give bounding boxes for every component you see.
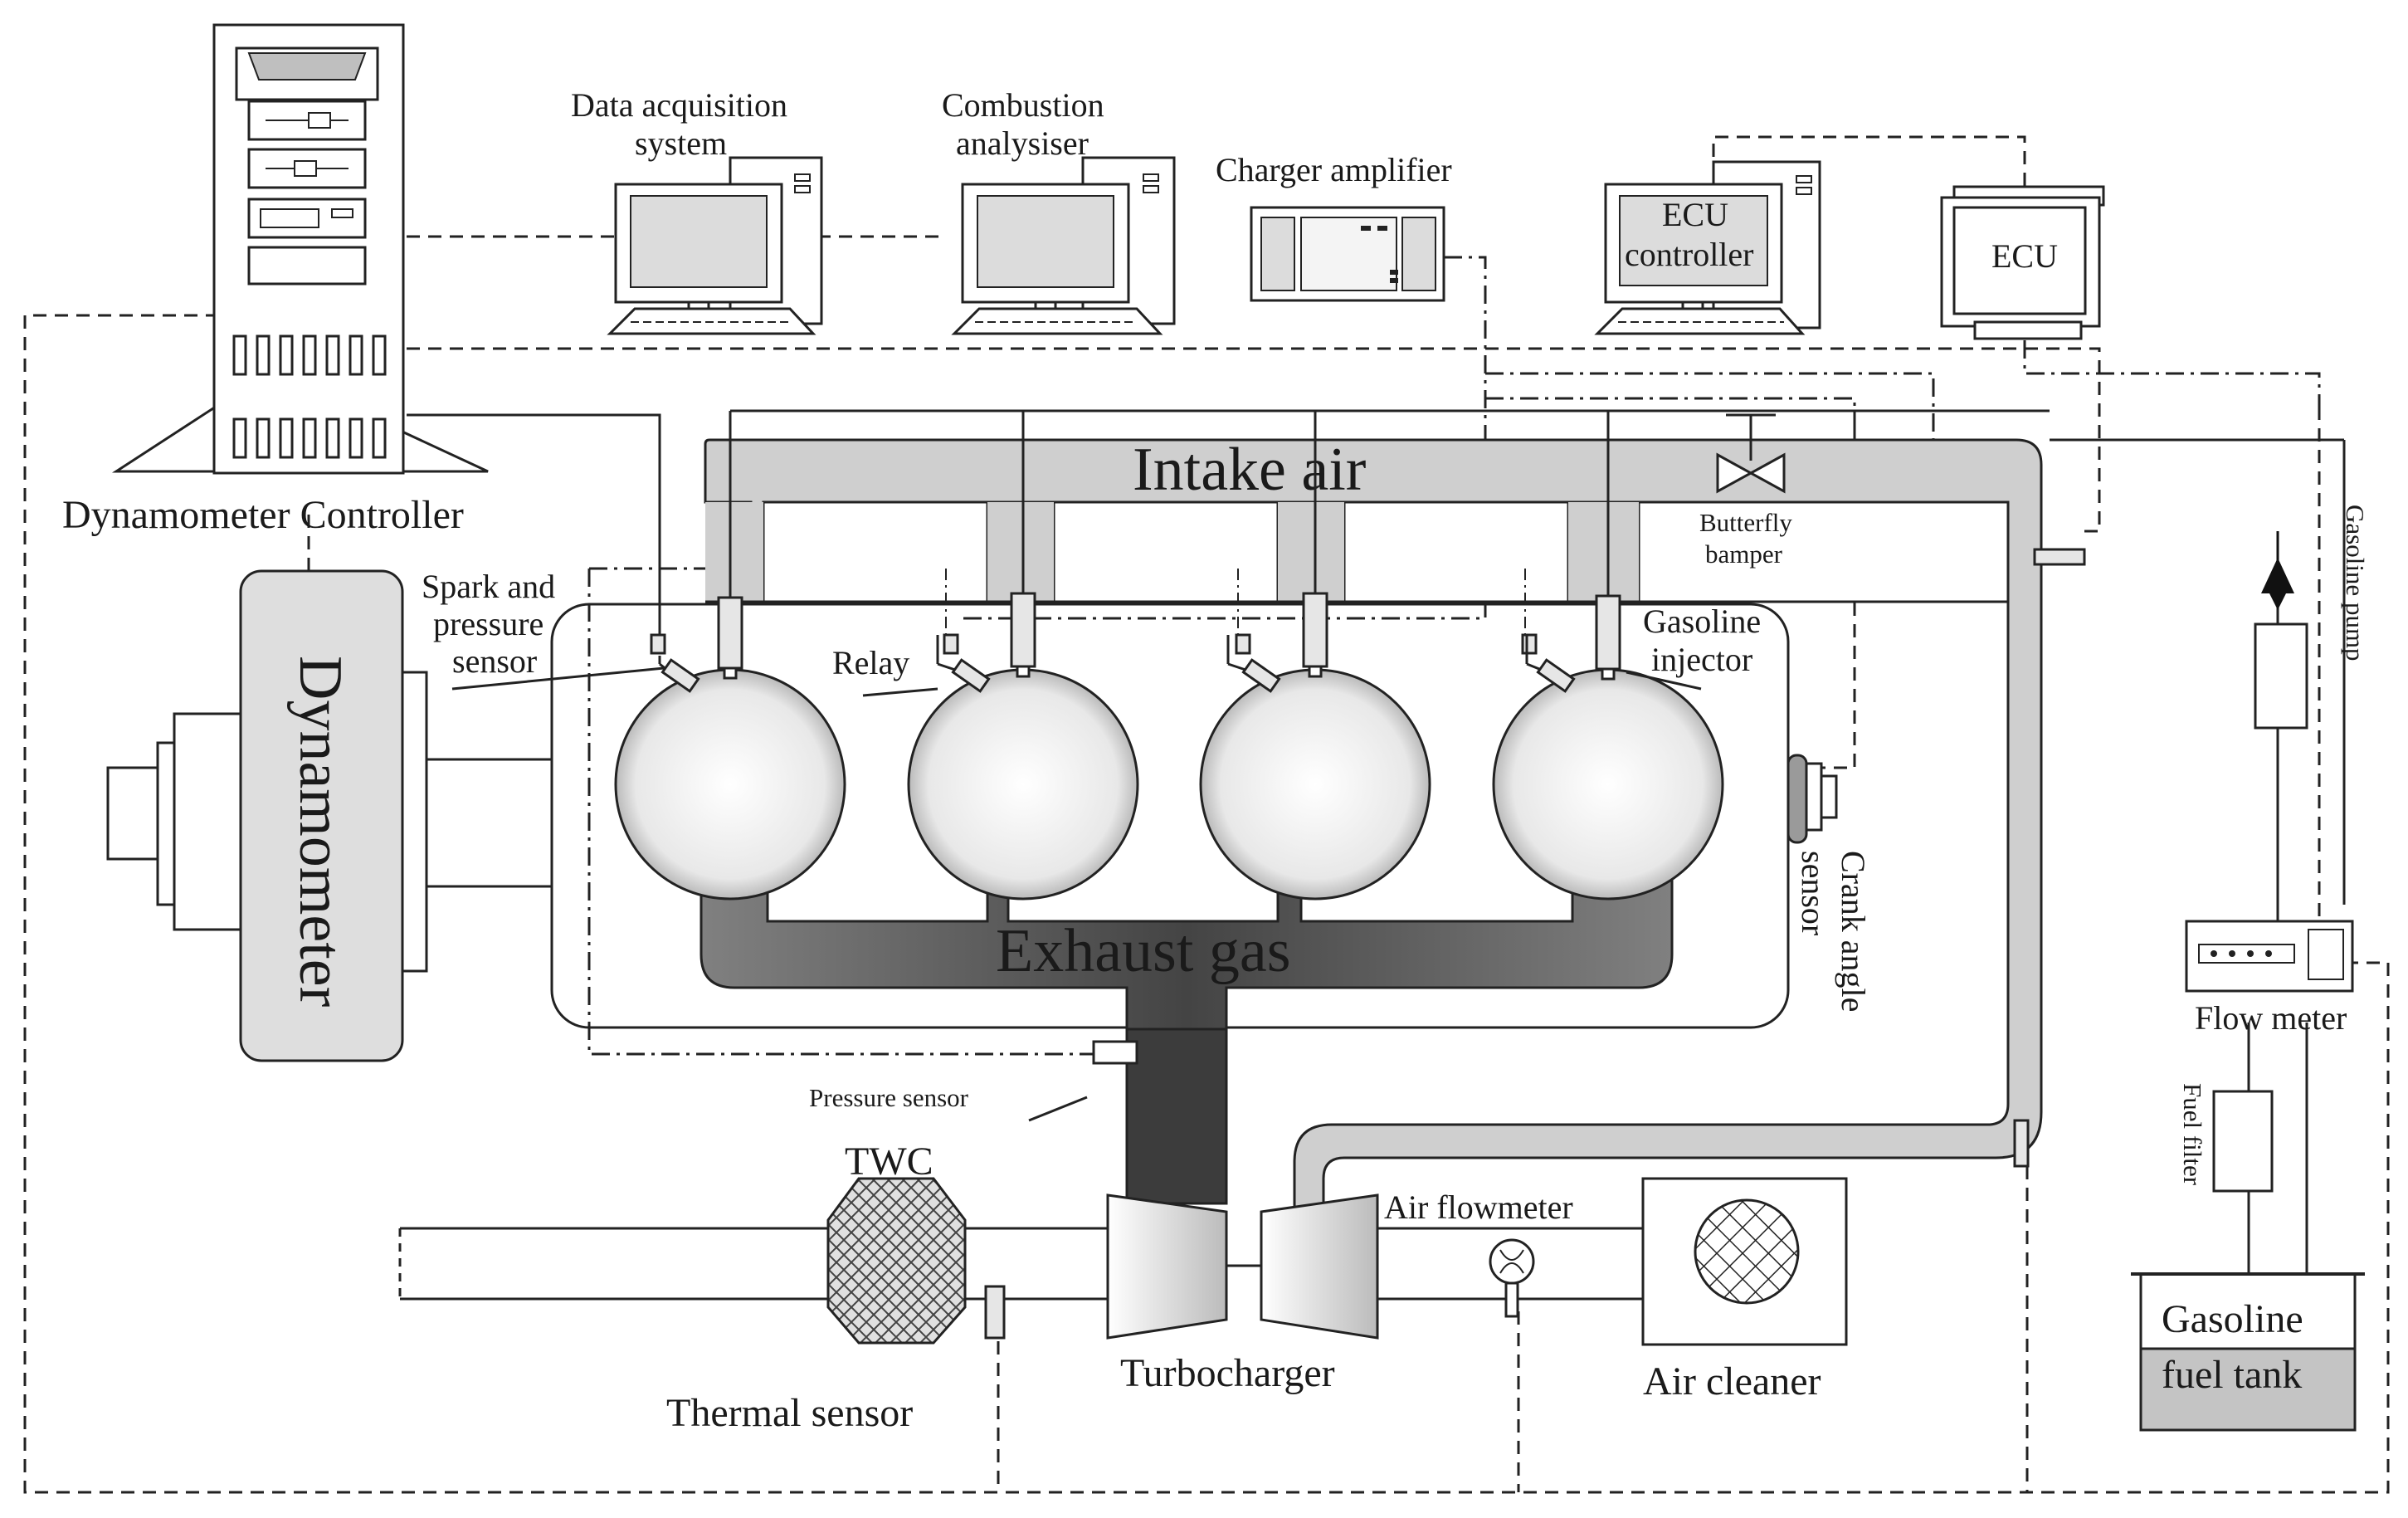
gasoline-pump-label: Gasoline pump [2341,505,2370,661]
thermal-sensor-label: Thermal sensor [666,1391,913,1435]
charger-amplifier-label: Charger amplifier [1216,151,1452,188]
ecu-controller-label-1: ECU [1662,196,1728,233]
ecu-controller-label-2: controller [1625,236,1754,273]
cylinder-2 [907,668,1139,901]
combustion-analysiser-label-1: Combustion [942,86,1104,124]
butterfly-valve [1716,413,1786,494]
twc-label: TWC [845,1140,933,1184]
pressure-sensor [1092,1040,1138,1065]
crank-angle-label-1: Crank angle [1835,851,1872,1012]
fuel-filter-label: Fuel filter [2178,1083,2207,1186]
gasoline-injector-label-2: injector [1651,641,1752,678]
data-acquisition-label-1: Data acquisition [571,86,787,124]
ecu-unit [1940,185,2105,340]
exhaust-manifold [699,853,1674,1205]
cylinder-1 [614,668,846,901]
thermal-sensor [984,1285,1006,1340]
tailpipe-sensor [2013,1119,2030,1168]
gasoline-injector-label-1: Gasoline [1643,603,1761,640]
dynamometer-label: Dynamometer [286,656,354,1007]
cylinder-4 [1492,668,1724,901]
dynamometer-controller [111,23,489,475]
crank-angle-label-2: sensor [1795,851,1832,935]
air-cleaner-label: Air cleaner [1643,1359,1821,1403]
flow-meter [2185,920,2354,993]
dynamometer-controller-label: Dynamometer Controller [62,493,464,537]
gasoline-injectors [717,409,2050,681]
data-acquisition-computer [607,156,823,335]
turbocharger-label: Turbocharger [1120,1351,1335,1395]
turbocharger [1106,1193,1379,1340]
crank-angle-sensor [1787,754,1838,844]
butterfly-label-1: Butterfly [1699,508,1792,537]
cylinders [614,668,1724,901]
air-flowmeter [1489,1238,1535,1318]
ecu-controller-computer [1594,160,1821,335]
fuel-tank-label-1: Gasoline [2162,1297,2303,1341]
gasoline-fuel-tank [2131,1272,2365,1432]
relay-label: Relay [832,644,909,681]
spark-pressure-sensors [650,569,1576,693]
spark-sensor-label-3: sensor [452,642,537,680]
charger-amplifier [1250,206,1445,302]
spark-sensor-label-2: pressure [433,605,544,642]
intake-air-label: Intake air [1133,436,1366,504]
air-flowmeter-label: Air flowmeter [1384,1189,1573,1226]
pressure-sensor-label: Pressure sensor [809,1083,969,1112]
dynamometer [106,569,552,1062]
gasoline-pump [2254,622,2308,730]
flow-meter-label: Flow meter [2195,999,2347,1037]
pump-direction-arrow [2261,558,2294,593]
exhaust-gas-label: Exhaust gas [996,917,1291,985]
spark-sensor-label-1: Spark and [422,568,555,605]
exhaust-pipe [398,1227,1108,1301]
air-cleaner [1641,1177,1848,1346]
butterfly-label-2: bamper [1705,539,1783,569]
intake-manifold [704,438,2043,1213]
combustion-analysiser-computer [951,156,1176,335]
cylinder-3 [1199,668,1431,901]
data-acquisition-label-2: system [635,124,727,162]
fuel-tank-label-2: fuel tank [2162,1353,2302,1397]
combustion-analysiser-label-2: analysiser [956,124,1089,162]
fuel-filter [2212,1090,2274,1193]
intake-pipe-sensor [2033,548,2086,566]
twc-catalyst [826,1177,967,1345]
ecu-label: ECU [1991,237,2058,275]
